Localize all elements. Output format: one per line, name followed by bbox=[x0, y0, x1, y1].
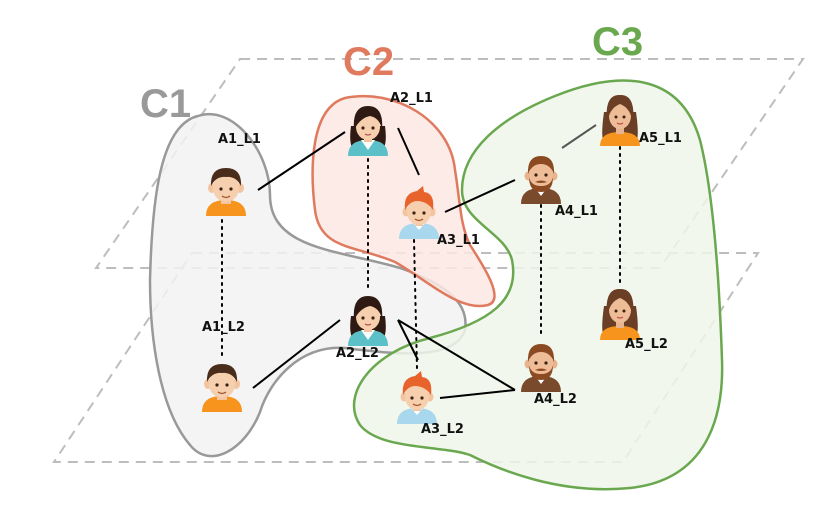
node-label-a1-l2: A1_L2 bbox=[202, 320, 245, 335]
node-label-a2-l2: A2_L2 bbox=[336, 346, 379, 361]
interlayer-edge-a3 bbox=[413, 239, 418, 369]
node-label-a5-l1: A5_L1 bbox=[639, 131, 682, 146]
edge-a2l1-a3l1 bbox=[397, 127, 420, 176]
cluster-label-c3: C3 bbox=[592, 20, 643, 64]
cluster-label-c2: C2 bbox=[343, 40, 394, 84]
node-label-a3-l2: A3_L2 bbox=[421, 422, 464, 437]
cluster-label-c1: C1 bbox=[140, 82, 191, 126]
edge-a2l2-a3l2 bbox=[397, 319, 419, 361]
edge-a3l1-a4l1 bbox=[444, 179, 516, 213]
cluster-c3-region[interactable] bbox=[352, 79, 724, 491]
node-label-a3-l1: A3_L1 bbox=[437, 233, 480, 248]
edge-a1l1-a2l1 bbox=[257, 131, 346, 191]
node-label-a5-l2: A5_L2 bbox=[625, 337, 668, 352]
edge-a4l1-a5l1 bbox=[561, 124, 597, 149]
node-label-a4-l2: A4_L2 bbox=[534, 392, 577, 407]
edge-a3l2-a4l2 bbox=[439, 389, 516, 399]
node-label-a4-l1: A4_L1 bbox=[555, 204, 598, 219]
edge-a2l2-a4l2 bbox=[397, 319, 516, 391]
node-label-a2-l1: A2_L1 bbox=[390, 91, 433, 106]
edge-a1l2-a2l2 bbox=[252, 319, 341, 389]
node-label-a1-l1: A1_L1 bbox=[218, 132, 261, 147]
